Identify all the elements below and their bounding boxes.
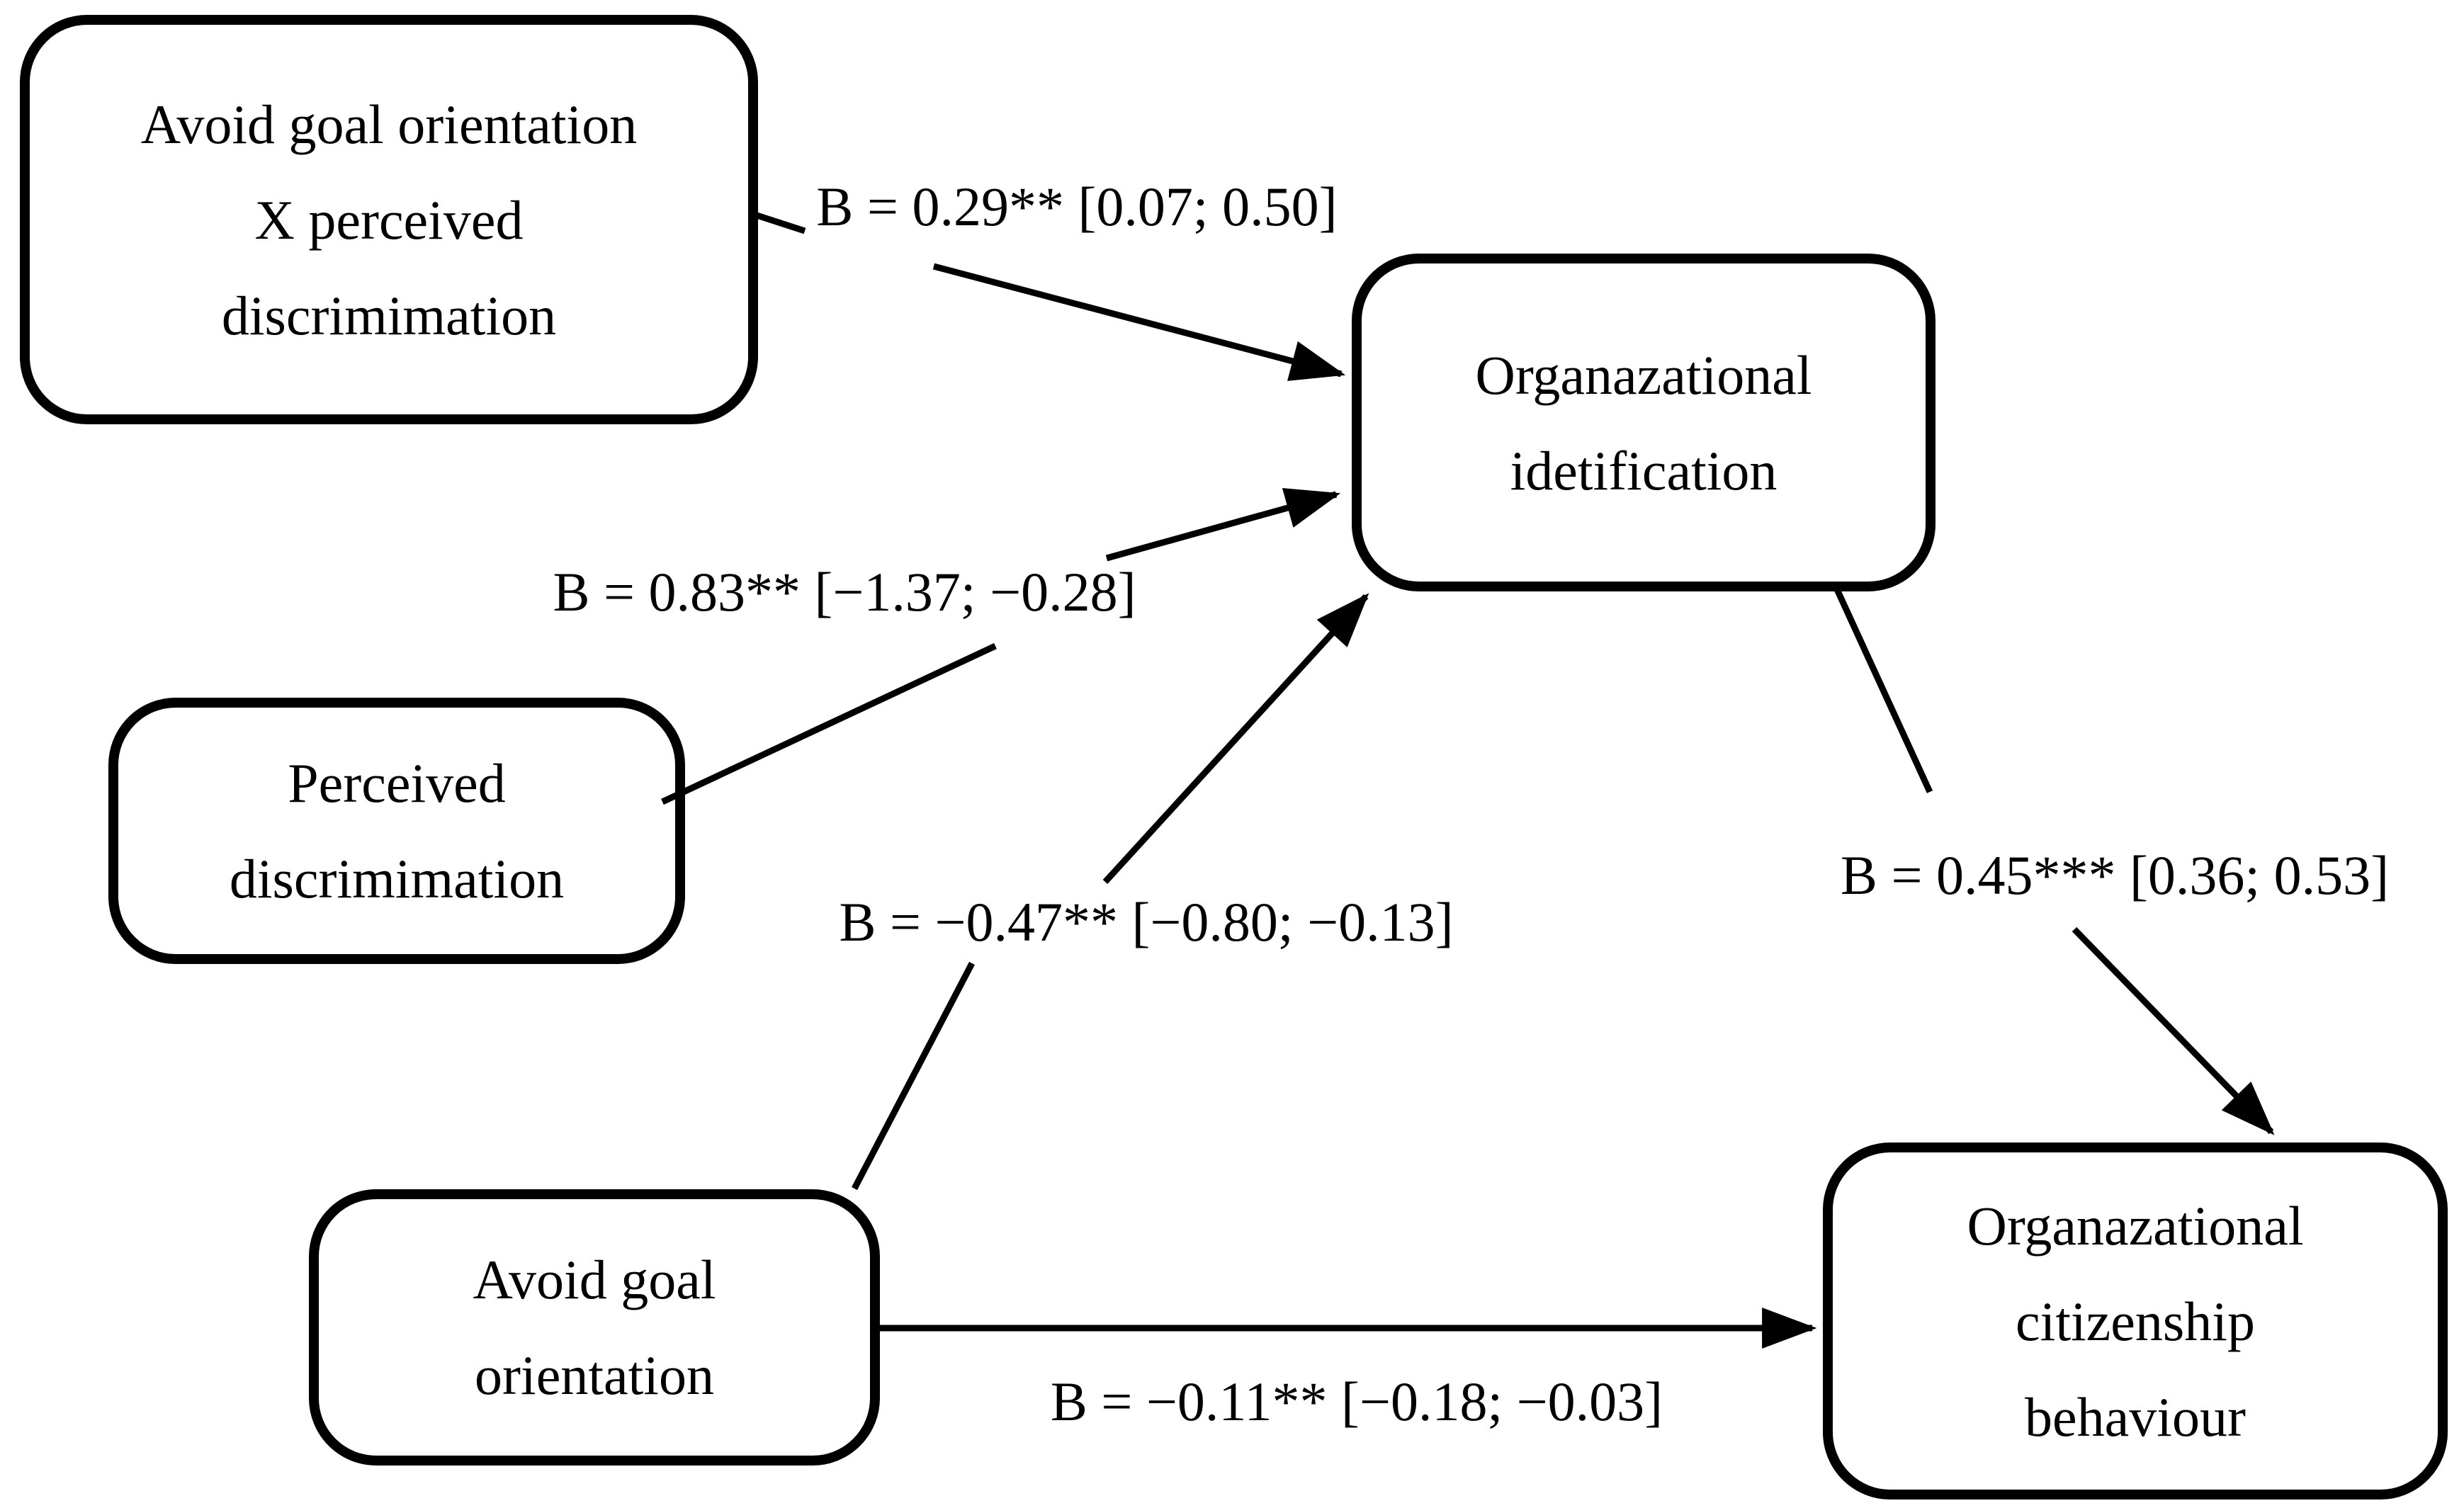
node-box-interaction <box>20 15 758 424</box>
edge-line-perceived-stub <box>661 642 997 805</box>
edge-line-avoid-oi-arrow <box>1102 593 1369 885</box>
node-avoid-goal-orientation: Avoid goal orientation <box>314 1194 875 1461</box>
node-organizational-identification: Organazational idetification <box>1357 259 1931 586</box>
node-organizational-citizenship-behaviour: Organazational citizenship behaviour <box>1828 1147 2443 1495</box>
node-label-line: citizenship <box>2016 1290 2255 1352</box>
edge-label-avoid-to-identification: B = −0.47** [−0.80; −0.13] <box>839 891 1454 953</box>
node-label-line: idetification <box>1510 439 1778 501</box>
node-box-perceived-discrimination <box>108 698 685 964</box>
edge-line-interaction-stub <box>751 210 806 234</box>
node-label-line: orientation <box>475 1344 714 1406</box>
node-label-line: Avoid goal orientation <box>140 93 638 155</box>
node-label-line: Organazational <box>1967 1194 2304 1257</box>
node-label-line: behaviour <box>2025 1385 2246 1448</box>
edge-line-oi-ocb-arrow <box>2072 926 2275 1135</box>
node-label-line: X perceived <box>254 188 524 251</box>
edge-line-avoid-oi-stub <box>852 961 975 1191</box>
node-label-line: discrimimation <box>221 284 557 346</box>
edge-line-oi-ocb-stub <box>1833 586 1933 793</box>
node-box-organizational-identification <box>1352 254 1935 591</box>
node-label-line: Perceived <box>288 752 506 814</box>
node-interaction: Avoid goal orientation X perceived discr… <box>25 20 753 419</box>
node-label-line: Avoid goal <box>473 1249 716 1310</box>
edge-label-interaction: B = 0.29** [0.07; 0.50] <box>816 176 1338 237</box>
edge-label-perceived-discrimination: B = 0.83** [−1.37; −0.28] <box>553 561 1136 623</box>
node-label-line: Organazational <box>1475 344 1812 406</box>
node-label-line: discrimimation <box>229 848 565 909</box>
node-box-avoid-goal-orientation <box>309 1189 880 1466</box>
node-perceived-discrimination: Perceived discrimimation <box>113 703 680 959</box>
node-box-organizational-citizenship-behaviour <box>1823 1143 2448 1500</box>
edge-line-perceived-arrow <box>1105 488 1341 562</box>
edge-label-avoid-to-ocb: B = −0.11** [−0.18; −0.03] <box>1050 1371 1663 1432</box>
edge-label-identification-to-ocb: B = 0.45*** [0.36; 0.53] <box>1840 844 2390 906</box>
edge-line-interaction-arrow <box>932 263 1346 381</box>
